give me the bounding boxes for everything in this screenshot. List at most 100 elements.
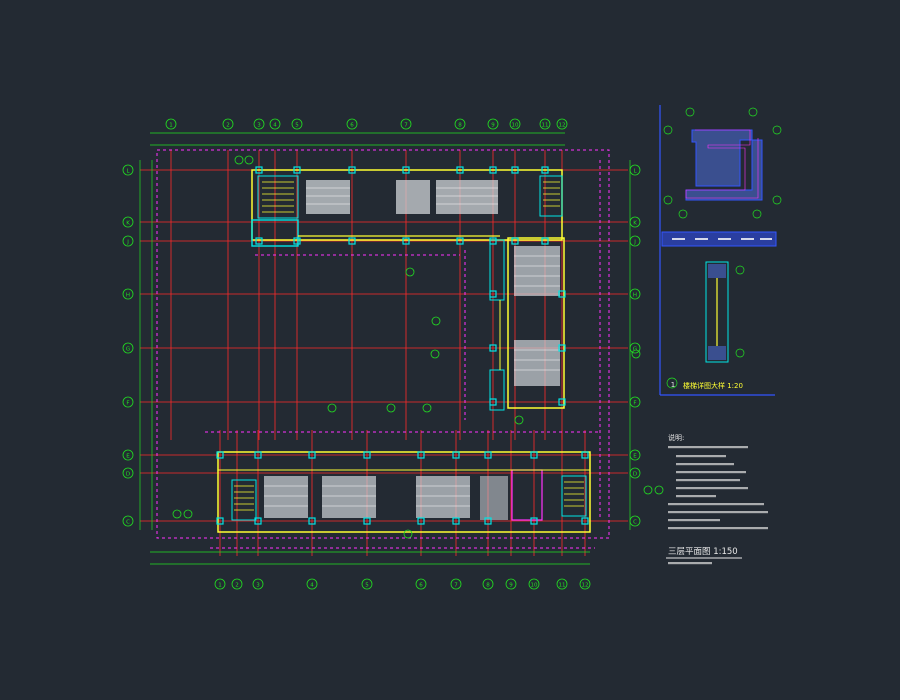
column-14 bbox=[511, 237, 519, 245]
axis-bubble-bottom-5: 5 bbox=[361, 578, 373, 590]
column-26 bbox=[417, 451, 425, 459]
column-21 bbox=[558, 398, 566, 406]
axis-bubble-top-7: 7 bbox=[400, 118, 412, 130]
svg-text:12: 12 bbox=[582, 582, 589, 588]
column-22 bbox=[216, 451, 224, 459]
svg-text:G: G bbox=[126, 346, 130, 352]
column-32 bbox=[254, 517, 262, 525]
detail-marker-number: 1 bbox=[671, 381, 675, 389]
svg-text:K: K bbox=[633, 220, 637, 226]
svg-text:11: 11 bbox=[542, 122, 549, 128]
svg-text:1: 1 bbox=[169, 122, 173, 128]
svg-text:4: 4 bbox=[273, 122, 277, 128]
notes-block bbox=[668, 446, 768, 565]
axis-bubble-right-K: K bbox=[629, 216, 641, 228]
svg-text:7: 7 bbox=[404, 122, 408, 128]
note-line-4 bbox=[676, 479, 740, 482]
axis-bubble-bottom-11: 11 bbox=[556, 578, 568, 590]
axis-bubble-right-H: H bbox=[629, 288, 641, 300]
note-line-10 bbox=[668, 527, 768, 530]
note-line-7 bbox=[668, 503, 764, 506]
svg-text:2: 2 bbox=[226, 122, 230, 128]
svg-text:F: F bbox=[126, 400, 129, 406]
axis-bubble-bottom-4: 4 bbox=[306, 578, 318, 590]
axis-bubble-right-J: J bbox=[629, 235, 641, 247]
column-12 bbox=[456, 237, 464, 245]
svg-text:4: 4 bbox=[310, 582, 314, 588]
east-wing bbox=[489, 237, 565, 411]
svg-text:J: J bbox=[126, 239, 129, 245]
axis-bubble-top-8: 8 bbox=[454, 118, 466, 130]
svg-text:F: F bbox=[633, 400, 636, 406]
column-24 bbox=[308, 451, 316, 459]
column-13 bbox=[489, 237, 497, 245]
column-11 bbox=[402, 237, 410, 245]
axis-bubble-bottom-12: 12 bbox=[579, 578, 591, 590]
svg-text:1: 1 bbox=[218, 582, 222, 588]
svg-text:E: E bbox=[126, 453, 130, 459]
svg-text:6: 6 bbox=[419, 582, 423, 588]
outer-frame bbox=[156, 149, 610, 549]
structural-columns bbox=[216, 166, 589, 525]
axis-bubble-left-C: C bbox=[122, 515, 134, 527]
svg-text:C: C bbox=[633, 519, 637, 525]
column-3 bbox=[402, 166, 410, 174]
svg-text:3: 3 bbox=[257, 122, 261, 128]
svg-text:5: 5 bbox=[365, 582, 369, 588]
axis-bubble-bottom-9: 9 bbox=[505, 578, 517, 590]
column-1 bbox=[293, 166, 301, 174]
axis-bubble-left-K: K bbox=[122, 216, 134, 228]
axis-bubble-top-1: 1 bbox=[165, 118, 177, 130]
svg-text:D: D bbox=[633, 471, 637, 477]
column-5 bbox=[489, 166, 497, 174]
note-line-6 bbox=[676, 495, 716, 498]
svg-text:8: 8 bbox=[458, 122, 462, 128]
axis-bubble-bottom-6: 6 bbox=[415, 578, 427, 590]
note-line-2 bbox=[676, 463, 734, 466]
axis-bubble-left-D: D bbox=[122, 467, 134, 479]
svg-text:12: 12 bbox=[559, 122, 566, 128]
axis-bubble-top-5: 5 bbox=[291, 118, 303, 130]
column-31 bbox=[216, 517, 224, 525]
svg-text:7: 7 bbox=[454, 582, 458, 588]
note-line-3 bbox=[676, 471, 746, 474]
column-17 bbox=[558, 290, 566, 298]
axis-bubble-top-10: 10 bbox=[509, 118, 521, 130]
axis-bubble-top-11: 11 bbox=[539, 118, 551, 130]
axis-bubble-right-L: L bbox=[629, 164, 641, 176]
column-33 bbox=[308, 517, 316, 525]
axis-bubble-top-12: 12 bbox=[556, 118, 568, 130]
column-7 bbox=[541, 166, 549, 174]
svg-text:5: 5 bbox=[295, 122, 299, 128]
axis-bubble-right-D: D bbox=[629, 467, 641, 479]
axis-bubble-bottom-3: 3 bbox=[252, 578, 264, 590]
svg-text:H: H bbox=[126, 292, 130, 298]
column-8 bbox=[255, 237, 263, 245]
svg-text:G: G bbox=[633, 346, 637, 352]
note-line-0 bbox=[668, 446, 748, 449]
column-0 bbox=[255, 166, 263, 174]
axis-bubble-top-6: 6 bbox=[346, 118, 358, 130]
column-6 bbox=[511, 166, 519, 174]
axis-bubble-right-F: F bbox=[629, 396, 641, 408]
svg-text:10: 10 bbox=[512, 122, 519, 128]
detail-caption: 楼梯详图大样 1:20 bbox=[683, 381, 743, 390]
svg-text:L: L bbox=[633, 168, 637, 174]
column-39 bbox=[581, 517, 589, 525]
axis-bubble-left-F: F bbox=[122, 396, 134, 408]
note-line-9 bbox=[668, 519, 720, 522]
column-23 bbox=[254, 451, 262, 459]
svg-text:8: 8 bbox=[486, 582, 490, 588]
axis-bubble-bottom-2: 2 bbox=[231, 578, 243, 590]
svg-text:H: H bbox=[633, 292, 637, 298]
axis-bubble-bottom-10: 10 bbox=[528, 578, 540, 590]
south-wing bbox=[217, 451, 591, 533]
column-38 bbox=[530, 517, 538, 525]
note-line-11 bbox=[668, 562, 712, 565]
axis-bubble-left-H: H bbox=[122, 288, 134, 300]
svg-text:9: 9 bbox=[509, 582, 513, 588]
svg-text:6: 6 bbox=[350, 122, 354, 128]
